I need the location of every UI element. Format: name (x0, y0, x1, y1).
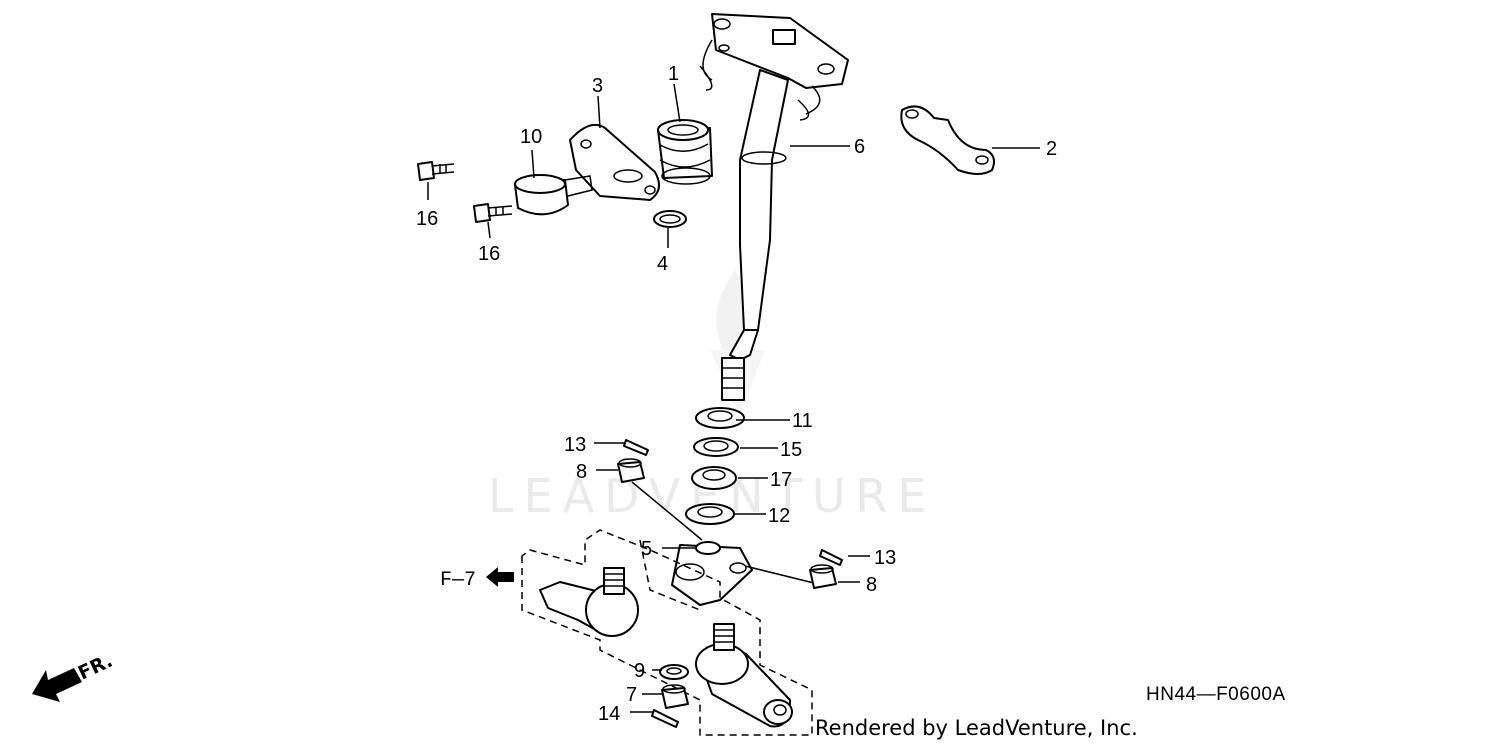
callout-7: 7 (626, 684, 637, 706)
leader-nut-right (744, 565, 819, 585)
tie-rod-end-left[interactable] (539, 567, 639, 637)
part-12-oil-seal[interactable] (685, 503, 735, 525)
part-8-castle-nut-right[interactable] (809, 564, 837, 589)
front-marker-label: FR. (75, 650, 116, 685)
front-direction-arrow-icon (32, 668, 82, 702)
callout-13-right: 13 (874, 547, 896, 569)
callout-10: 10 (520, 126, 542, 148)
leader-nut-left (631, 481, 703, 541)
reference-label: F—7 (440, 569, 476, 592)
callout-1: 1 (668, 63, 679, 85)
callout-16-upper: 16 (416, 208, 438, 230)
part-8-castle-nut-left[interactable] (617, 458, 645, 483)
part-11-oil-seal[interactable] (695, 407, 745, 429)
part-1-seal-holder[interactable] (657, 119, 713, 185)
callout-13-left: 13 (564, 434, 586, 456)
callout-6: 6 (854, 136, 865, 158)
part-16-bolt-lower[interactable] (473, 203, 513, 223)
steering-shaft[interactable] (699, 13, 849, 401)
callout-8-left: 8 (576, 461, 587, 483)
callout-9: 9 (634, 660, 645, 682)
callout-11: 11 (792, 410, 813, 432)
part-10-band-clamp[interactable] (514, 174, 593, 216)
callout-14: 14 (598, 703, 620, 725)
callout-3: 3 (592, 75, 603, 97)
part-14-cotter-pin[interactable] (651, 709, 679, 728)
part-13-cotter-pin-left[interactable] (623, 439, 649, 456)
tie-rod-assembly-outline (521, 529, 813, 736)
part-15-washer[interactable] (693, 437, 739, 457)
callout-4: 4 (657, 253, 668, 275)
part-9-washer[interactable] (659, 664, 689, 680)
callout-leaders (427, 83, 1040, 713)
part-7-castle-nut[interactable] (661, 684, 689, 709)
render-credit: Rendered by LeadVenture, Inc. (815, 716, 1138, 740)
part-4-snap-ring[interactable] (653, 210, 687, 228)
part-2-holder-plate[interactable] (900, 105, 995, 175)
part-16-bolt-upper[interactable] (417, 161, 455, 181)
callout-12: 12 (768, 505, 790, 527)
part-13-cotter-pin-right[interactable] (819, 549, 843, 566)
part-17-bearing[interactable] (691, 466, 737, 490)
part-3-bushing-holder[interactable] (569, 124, 660, 201)
callout-15: 15 (780, 439, 802, 461)
tie-rod-end-right[interactable] (695, 623, 793, 728)
callout-17: 17 (770, 469, 792, 491)
callout-16-lower: 16 (478, 243, 500, 265)
callout-8-right: 8 (866, 574, 877, 596)
part-5-steering-arm[interactable] (671, 541, 753, 606)
diagram-code: HN44—F0600A (1146, 684, 1286, 705)
reference-arrow-icon (486, 567, 514, 587)
callout-2: 2 (1046, 138, 1057, 160)
callout-5: 5 (641, 538, 652, 560)
